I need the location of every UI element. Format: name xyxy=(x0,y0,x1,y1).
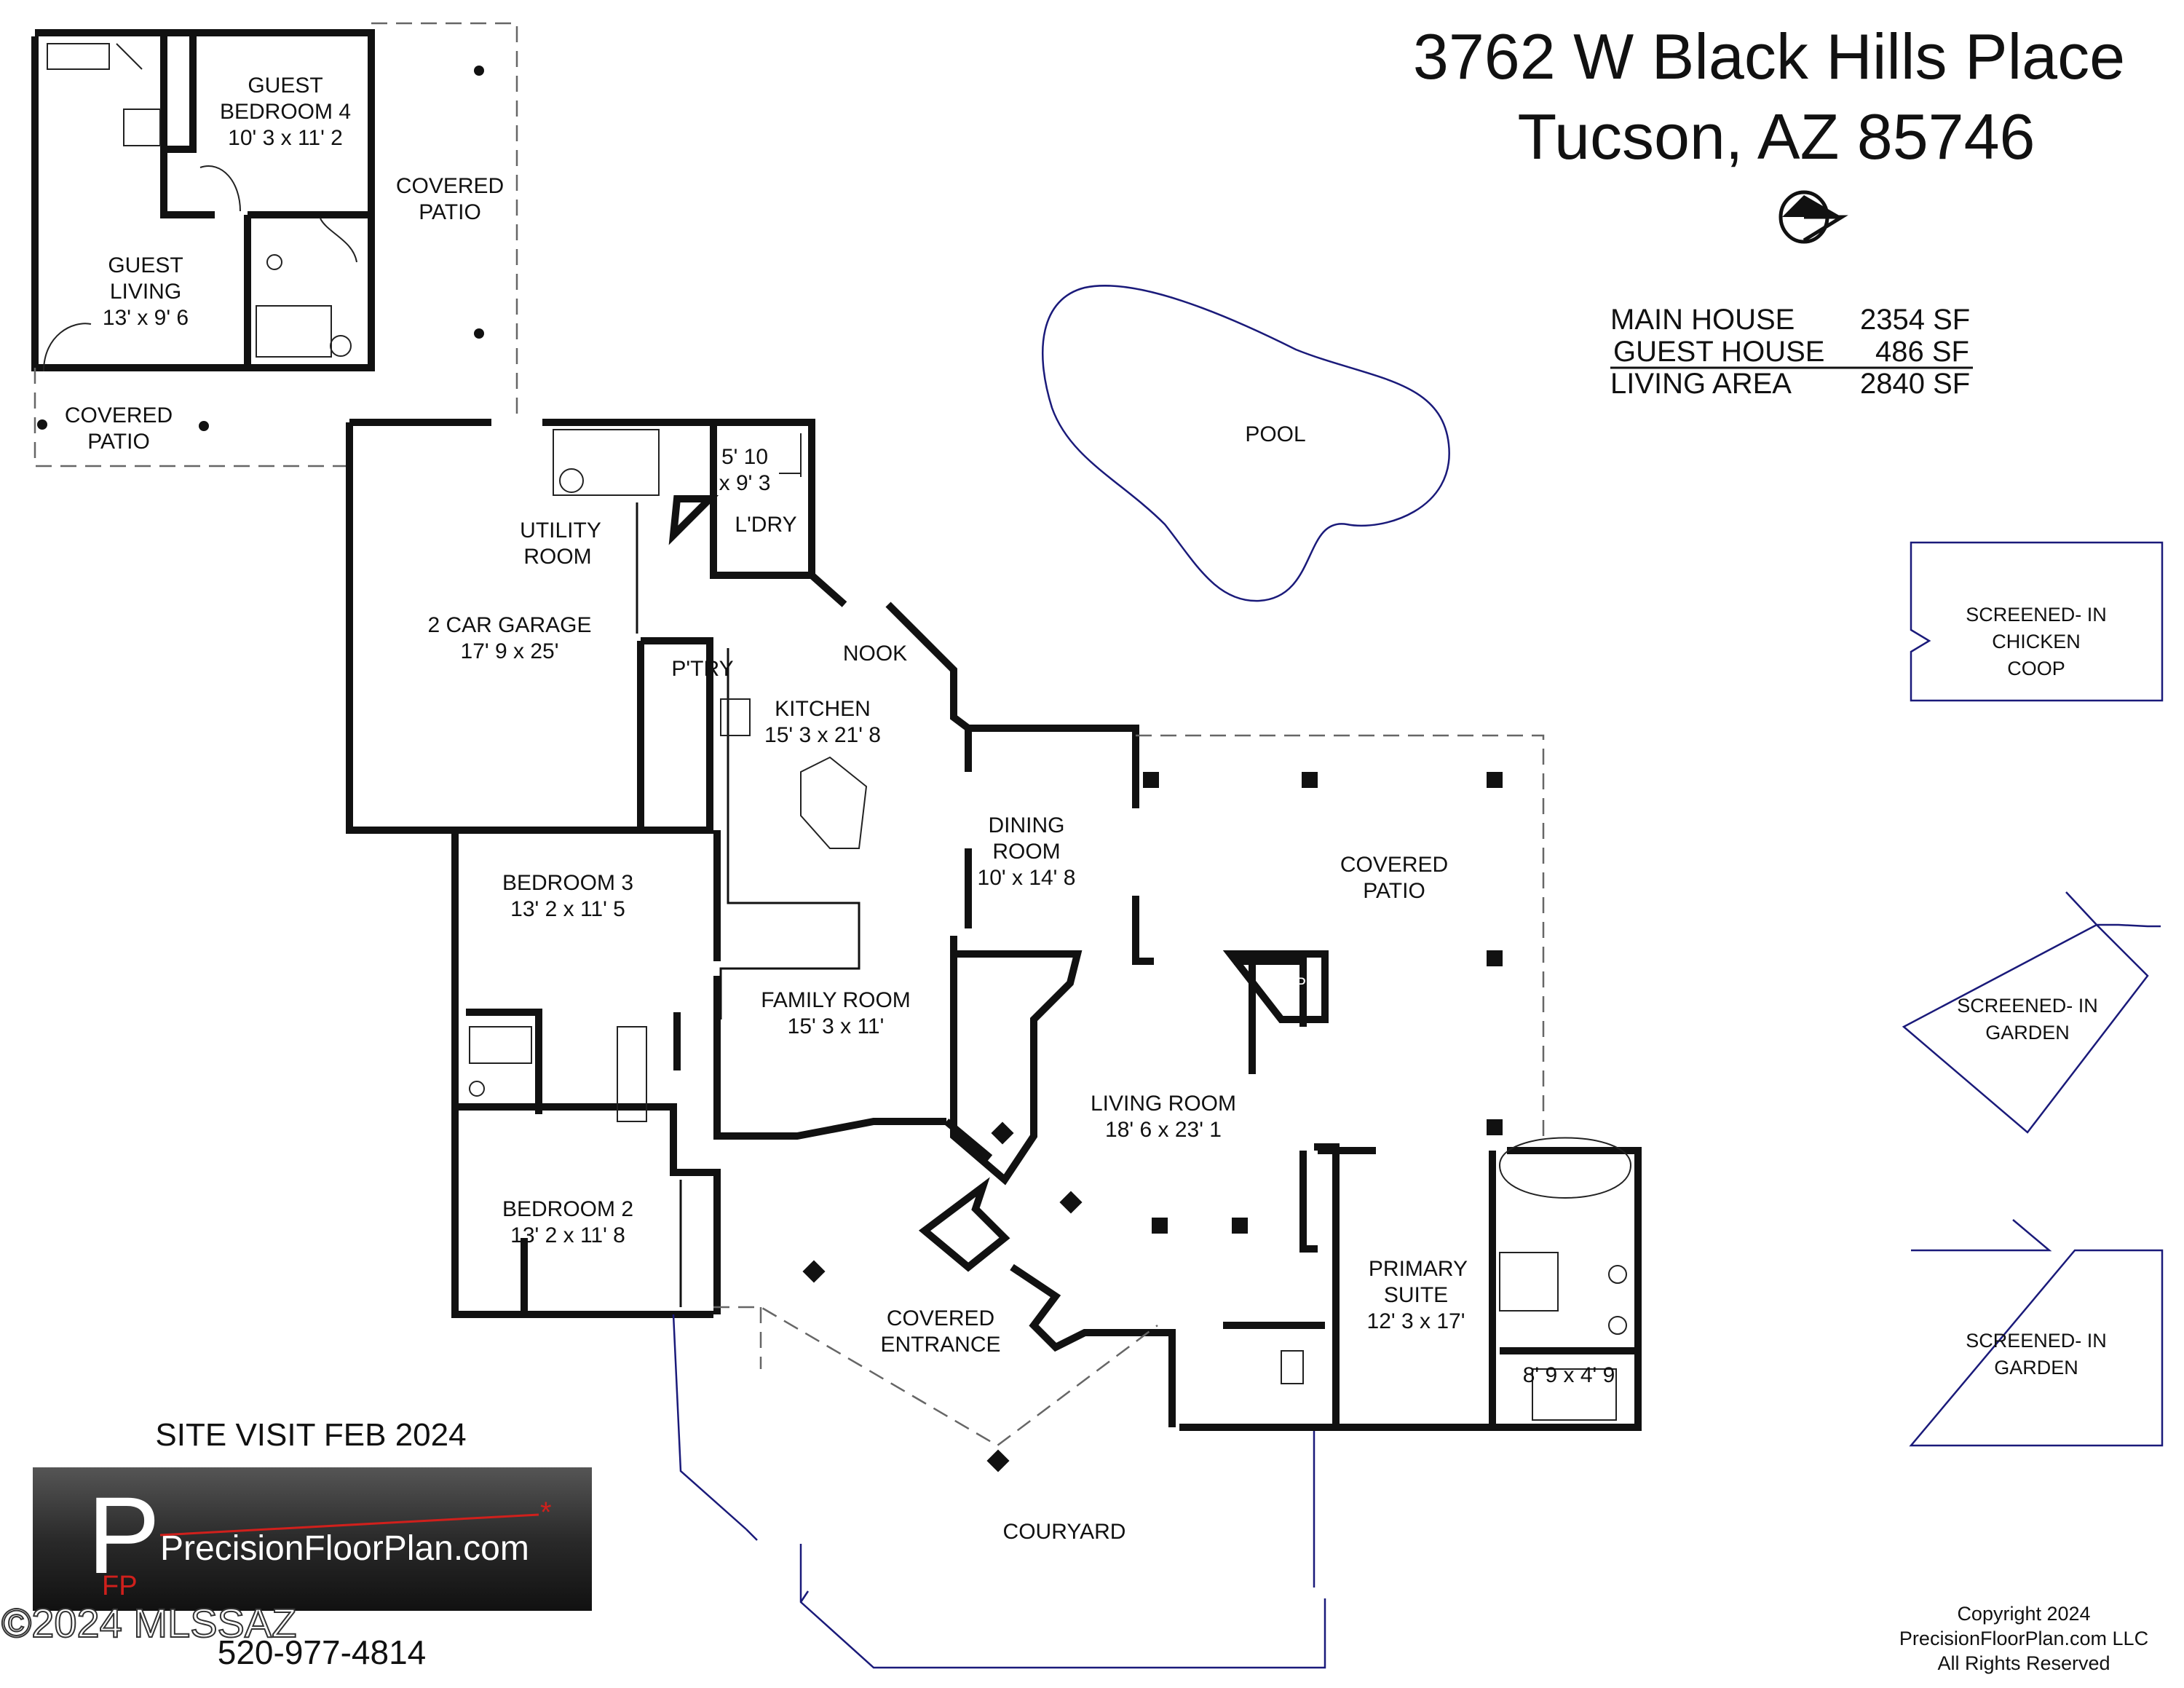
primary-bath-dim: 8' 9 x 4' 9 xyxy=(1523,1363,1615,1387)
guest-bedroom4-line2: BEDROOM 4 xyxy=(220,100,351,124)
bedroom3-label: BEDROOM 3 xyxy=(502,871,633,895)
family-dim: 15' 3 x 11' xyxy=(788,1014,885,1038)
area-value: 2840 SF xyxy=(1860,368,1970,400)
guest-bedroom4-line1: GUEST xyxy=(248,74,323,98)
area-label: LIVING AREA xyxy=(1610,368,1792,400)
small-room-line1: 5' 10 xyxy=(721,445,768,469)
coop-line1: SCREENED- IN xyxy=(1966,604,2107,626)
patio-left-line2: PATIO xyxy=(87,430,150,454)
covered-entrance-line2: ENTRANCE xyxy=(880,1333,1000,1357)
utility-line1: UTILITY xyxy=(520,518,601,543)
primary-line2: SUITE xyxy=(1384,1283,1448,1307)
garden-1: SCREENED- IN GARDEN xyxy=(1902,891,2161,1134)
dining-line2: ROOM xyxy=(992,840,1060,864)
garden1-line1: SCREENED- IN xyxy=(1957,995,2098,1017)
courtyard-label: COURYARD xyxy=(1003,1520,1126,1544)
laundry-label: L'DRY xyxy=(735,513,796,537)
main-house xyxy=(346,419,1642,1669)
phone-text: 520-977-4814 xyxy=(218,1633,426,1671)
dining-dim: 10' x 14' 8 xyxy=(978,866,1076,890)
area-table: MAIN HOUSE 2354 SF GUEST HOUSE 486 SF LI… xyxy=(1610,304,1973,400)
address-line2: Tucson, AZ 85746 xyxy=(1518,100,2035,173)
site-visit-text: SITE VISIT FEB 2024 xyxy=(155,1417,466,1453)
bedroom2-label: BEDROOM 2 xyxy=(502,1197,633,1221)
guest-bedroom4-dim: 10' 3 x 11' 2 xyxy=(228,126,343,150)
bedroom2-dim: 13' 2 x 11' 8 xyxy=(510,1223,625,1247)
area-label: MAIN HOUSE xyxy=(1610,304,1795,336)
watermark-text: ©2024 MLSSAZ xyxy=(1,1600,296,1646)
small-room-line2: x 9' 3 xyxy=(719,471,771,495)
utility-line2: ROOM xyxy=(523,545,591,569)
logo-sub: FP xyxy=(102,1571,138,1601)
coop-line2: CHICKEN xyxy=(1992,631,2081,652)
chicken-coop: SCREENED- IN CHICKEN COOP xyxy=(1910,541,2164,702)
covered-entrance-line1: COVERED xyxy=(887,1306,994,1330)
living-dim: 18' 6 x 23' 1 xyxy=(1105,1118,1222,1142)
living-label: LIVING ROOM xyxy=(1091,1092,1236,1116)
copyright-line1: Copyright 2024 xyxy=(1957,1603,2090,1625)
primary-dim: 12' 3 x 17' xyxy=(1367,1309,1465,1333)
patio-main-line1: COVERED xyxy=(1340,853,1448,877)
family-label: FAMILY ROOM xyxy=(761,988,911,1012)
patio-guest-line2: PATIO xyxy=(419,200,481,224)
nook-label: NOOK xyxy=(843,642,907,666)
kitchen-label: KITCHEN xyxy=(775,697,871,721)
copyright-block: Copyright 2024 PrecisionFloorPlan.com LL… xyxy=(1899,1603,2148,1674)
primary-line1: PRIMARY xyxy=(1369,1257,1468,1281)
fireplace2-label: FP xyxy=(1286,974,1306,993)
logo-mark: P xyxy=(87,1474,160,1596)
garage-dim: 17' 9 x 25' xyxy=(461,639,559,663)
area-value: 2354 SF xyxy=(1860,304,1970,336)
dining-line1: DINING xyxy=(989,813,1065,837)
logo-name: PrecisionFloorPlan.com xyxy=(160,1529,529,1568)
copyright-line2: PrecisionFloorPlan.com LLC xyxy=(1899,1628,2148,1649)
garden2-line2: GARDEN xyxy=(1994,1357,2078,1379)
garage-label: 2 CAR GARAGE xyxy=(427,613,591,637)
area-label: GUEST HOUSE xyxy=(1613,336,1824,368)
company-logo: P FP PrecisionFloorPlan.com * xyxy=(33,1467,592,1611)
garden2-line1: SCREENED- IN xyxy=(1966,1330,2107,1352)
patio-guest-line1: COVERED xyxy=(396,174,504,198)
copyright-line3: All Rights Reserved xyxy=(1937,1652,2110,1674)
address-line1: 3762 W Black Hills Place xyxy=(1413,20,2125,92)
pool: POOL xyxy=(1041,285,1450,602)
guest-living-line2: LIVING xyxy=(110,280,181,304)
guest-living-dim: 13' x 9' 6 xyxy=(103,306,189,330)
patio-left-line1: COVERED xyxy=(65,403,173,427)
patio-main-line2: PATIO xyxy=(1363,879,1425,903)
guest-living-line1: GUEST xyxy=(108,253,183,277)
guest-house: GUEST BEDROOM 4 10' 3 x 11' 2 COVERED PA… xyxy=(31,22,518,468)
fireplace1-label: FP xyxy=(962,998,989,1022)
room-labels: UTILITY ROOM 5' 10 x 9' 3 L'DRY 2 CAR GA… xyxy=(427,445,1615,1544)
garden-2: SCREENED- IN GARDEN xyxy=(1909,1219,2164,1447)
svg-text:*: * xyxy=(540,1496,552,1529)
pantry-label: P'TRY xyxy=(671,657,733,681)
bedroom3-dim: 13' 2 x 11' 5 xyxy=(510,897,625,921)
area-value: 486 SF xyxy=(1875,336,1969,368)
garden1-line2: GARDEN xyxy=(1985,1022,2070,1044)
coop-line3: COOP xyxy=(2007,658,2065,679)
north-arrow-icon xyxy=(1779,190,1848,244)
kitchen-dim: 15' 3 x 21' 8 xyxy=(764,723,881,747)
pool-label: POOL xyxy=(1245,422,1305,446)
